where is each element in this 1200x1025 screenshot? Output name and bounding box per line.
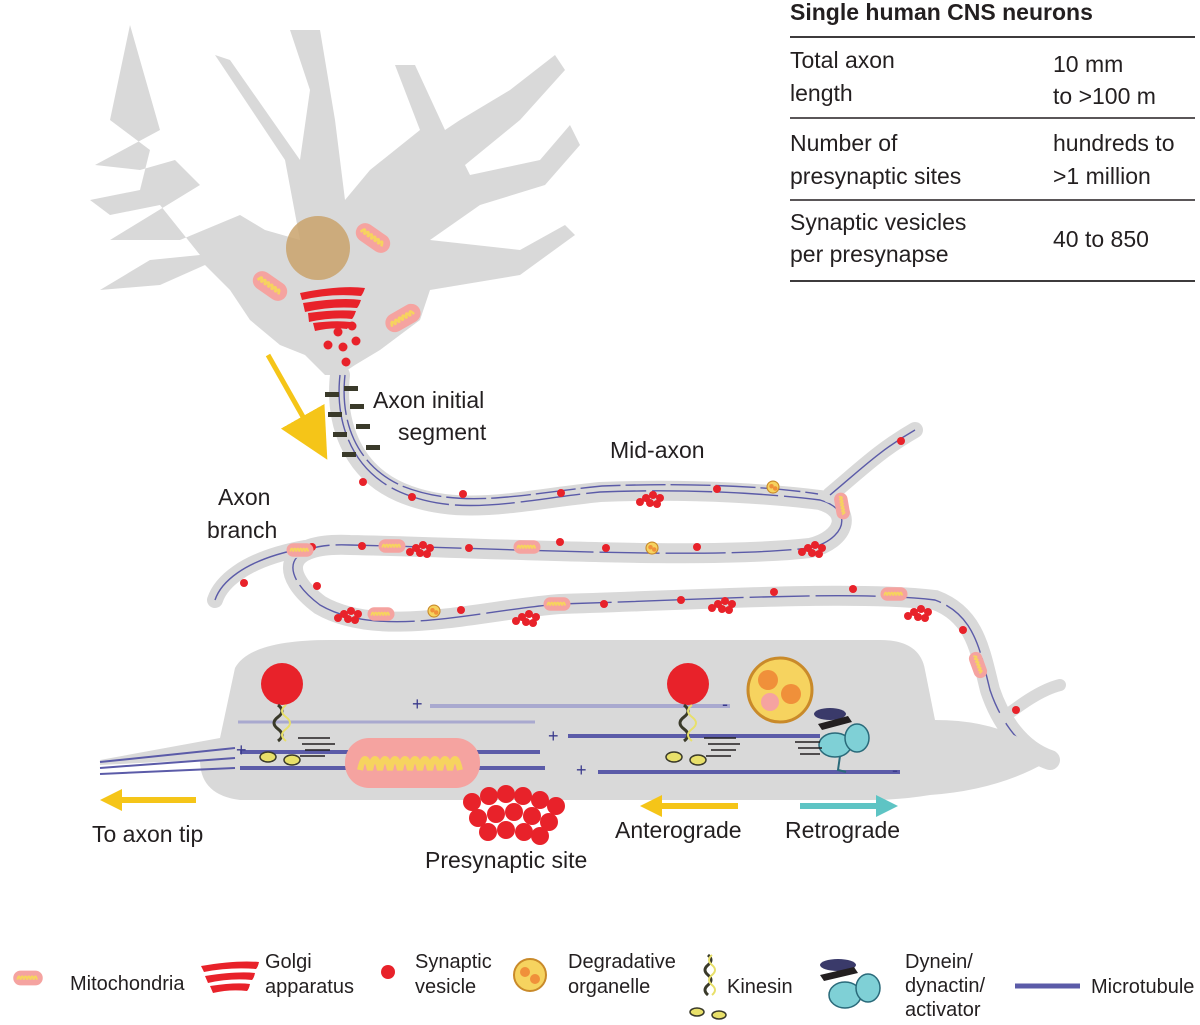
stats-table: Single human CNS neurons Total axon leng… bbox=[790, 0, 1195, 282]
golgi bbox=[300, 287, 365, 331]
axon-initial-segment-label: Axon initial bbox=[373, 387, 484, 413]
legend-label-mitochondria: Mitochondria bbox=[70, 973, 185, 995]
retrograde-label: Retrograde bbox=[785, 817, 900, 843]
anterograde-arrow bbox=[265, 353, 328, 460]
legend-label-kinesin: Kinesin bbox=[727, 976, 793, 998]
mitochondria-icon bbox=[12, 969, 44, 987]
legend-label-degradative-2: organelle bbox=[568, 976, 650, 998]
axon-branch-label: Axon bbox=[218, 484, 270, 510]
kinesin-vesicle-left bbox=[259, 663, 335, 766]
plus-sign: + bbox=[548, 726, 559, 746]
plus-sign: + bbox=[412, 694, 423, 714]
dynein-complex bbox=[795, 708, 870, 773]
legend-label-dynein-3: activator bbox=[905, 999, 981, 1021]
minus-sign: - bbox=[892, 760, 898, 780]
anterograde-arrow bbox=[640, 795, 738, 817]
table-title: Single human CNS neurons bbox=[790, 0, 1093, 25]
presynaptic-site-label: Presynaptic site bbox=[425, 847, 587, 873]
dynein-icon bbox=[820, 959, 881, 1009]
vesicle-icon bbox=[381, 965, 395, 979]
to-axon-tip-arrow bbox=[100, 789, 196, 811]
kinesin-vesicle-right bbox=[665, 663, 740, 766]
degradative-organelle-icon bbox=[513, 958, 547, 992]
presynaptic-vesicle-cluster bbox=[463, 785, 565, 845]
large-mitochondrion bbox=[345, 738, 480, 788]
table-row-value: to >100 m bbox=[1053, 83, 1156, 109]
legend-label-microtubule: Microtubule bbox=[1091, 976, 1194, 998]
plus-sign: + bbox=[236, 740, 247, 760]
golgi-icon bbox=[201, 961, 259, 993]
legend-label-vesicle-2: vesicle bbox=[415, 976, 476, 998]
table-row-value: >1 million bbox=[1053, 163, 1151, 189]
table-row-value: hundreds to bbox=[1053, 130, 1174, 156]
legend-label-dynein: Dynein/ bbox=[905, 951, 973, 973]
legend: Mitochondria Golgi apparatus Synaptic ve… bbox=[12, 951, 1194, 1021]
to-axon-tip-label: To axon tip bbox=[92, 821, 203, 847]
table-row-label: length bbox=[790, 80, 853, 106]
mid-axon-label: Mid-axon bbox=[610, 437, 705, 463]
legend-label-vesicle: Synaptic bbox=[415, 951, 492, 973]
zoomed-axon-segment: + - + + + - - bbox=[99, 640, 1050, 845]
nucleus bbox=[286, 216, 350, 280]
legend-label-golgi-2: apparatus bbox=[265, 976, 354, 998]
legend-label-degradative: Degradative bbox=[568, 951, 676, 973]
anterograde-label: Anterograde bbox=[615, 817, 742, 843]
legend-label-golgi: Golgi bbox=[265, 951, 312, 973]
table-row-label: Total axon bbox=[790, 47, 895, 73]
table-row-value: 10 mm bbox=[1053, 51, 1123, 77]
plus-sign: + bbox=[576, 760, 587, 780]
minus-sign: - bbox=[722, 694, 728, 714]
axon bbox=[207, 365, 1066, 770]
degradative-organelle-large bbox=[746, 656, 814, 724]
legend-label-dynein-2: dynactin/ bbox=[905, 975, 985, 997]
axon-branch-label-2: branch bbox=[207, 517, 277, 543]
soma bbox=[90, 25, 580, 375]
table-row-value: 40 to 850 bbox=[1053, 226, 1149, 252]
table-row-label: Number of bbox=[790, 130, 898, 156]
table-row-label: per presynapse bbox=[790, 241, 949, 267]
kinesin-icon bbox=[689, 953, 727, 1020]
axon-initial-segment-label-2: segment bbox=[398, 419, 487, 445]
retrograde-arrow bbox=[800, 795, 898, 817]
table-row-label: presynaptic sites bbox=[790, 163, 961, 189]
table-row-label: Synaptic vesicles bbox=[790, 209, 966, 235]
